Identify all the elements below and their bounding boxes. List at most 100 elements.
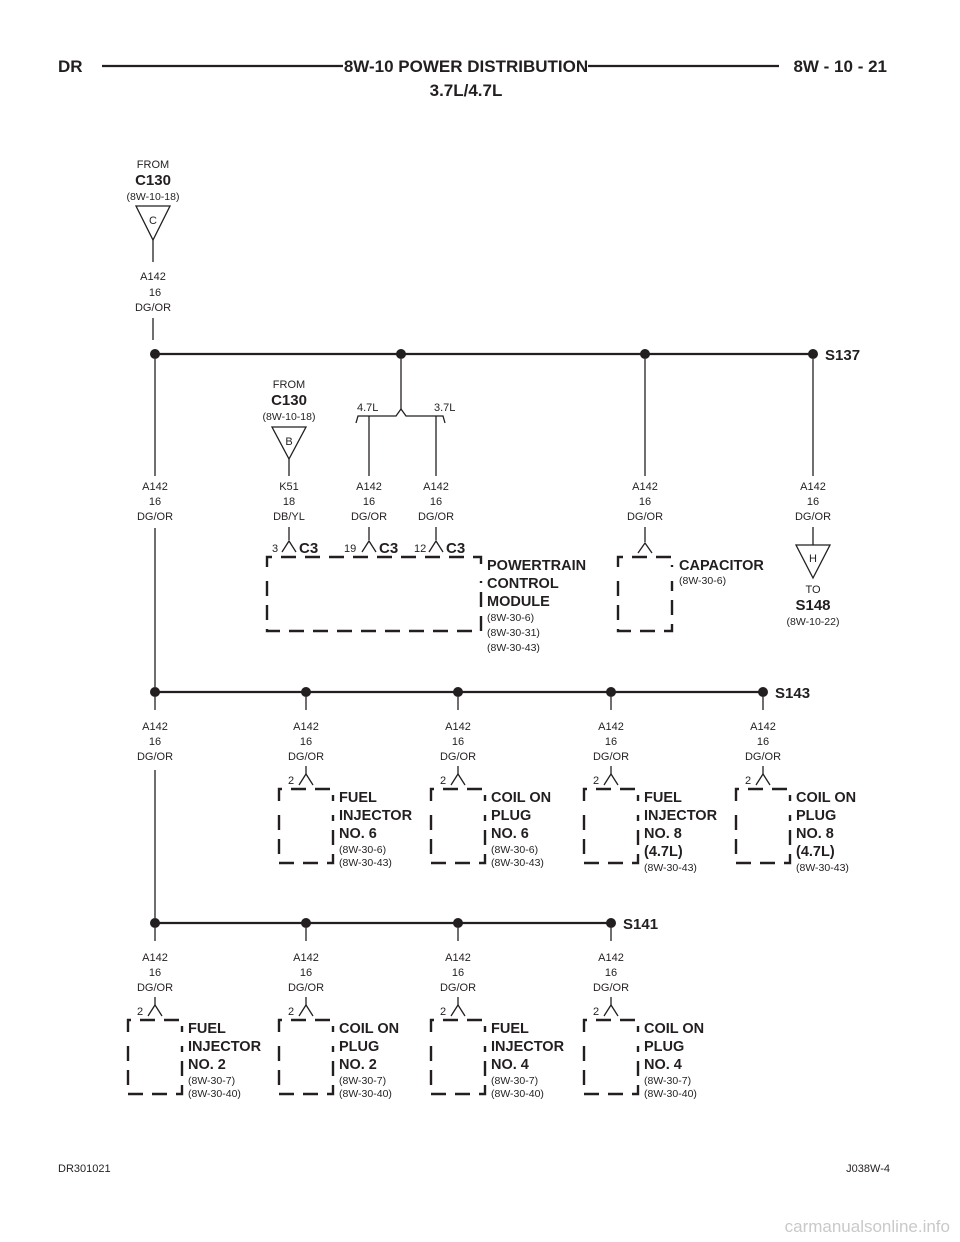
wire-circuit: A142 (598, 721, 624, 733)
splice-node (301, 687, 311, 697)
option-label-47: 4.7L (357, 402, 378, 414)
splice-label: S137 (825, 347, 860, 364)
pin-terminal (603, 1003, 619, 1017)
wire-color: DG/OR (795, 511, 831, 523)
from-label: FROM (137, 159, 169, 171)
wire-circuit: A142 (293, 721, 319, 733)
component-ref: (8W-30-31) (487, 627, 540, 639)
row2-wire-labels: A14216DG/ORA14216DG/ORA14216DG/ORA14216D… (137, 697, 781, 763)
component-name: CONTROL (487, 576, 559, 592)
component-name: INJECTOR (188, 1039, 262, 1055)
engine-option-split: 4.7L 3.7L A142 16 DG/OR A142 16 DG/OR (351, 359, 455, 540)
component-outline (429, 1018, 487, 1096)
wire-circuit: A142 (750, 721, 776, 733)
wire-color: DB/YL (273, 511, 305, 523)
component-outline (277, 787, 335, 865)
component-ref: (8W-30-7) (644, 1075, 691, 1087)
wire-color: DG/OR (593, 751, 629, 763)
wire-label: A142 16 DG/OR (137, 481, 173, 523)
connector-id: C3 (299, 540, 318, 557)
wire-gauge: 16 (605, 736, 617, 748)
pin-terminal (637, 541, 653, 554)
from-c130-k51: FROM C130 (8W-10-18) B K51 18 DB/YL (263, 379, 316, 540)
splice-label: S141 (623, 916, 658, 933)
component-name: NO. 6 (491, 826, 529, 842)
pin-number: 2 (137, 1006, 143, 1018)
pin-number: 12 (414, 543, 426, 555)
s148-ref: (8W-10-22) (787, 616, 840, 628)
wire-color: DG/OR (418, 511, 454, 523)
splice-node (150, 687, 160, 697)
header-page-number: 8W - 10 - 21 (793, 57, 887, 76)
wire-circuit: A142 (140, 271, 166, 283)
wire-color: DG/OR (745, 751, 781, 763)
splice-node (150, 349, 160, 359)
pin-number: 2 (288, 1006, 294, 1018)
footer-code: J038W-4 (846, 1163, 890, 1175)
c130-ref: (8W-10-18) (263, 411, 316, 423)
wire-color: DG/OR (137, 511, 173, 523)
component-name: FUEL (644, 790, 682, 806)
wire-label: A142 16 DG/OR (627, 481, 663, 523)
pin-number: 2 (440, 775, 446, 787)
component-outline (616, 555, 674, 633)
component-name: NO. 6 (339, 826, 377, 842)
wire-label: K51 18 DB/YL (273, 481, 305, 523)
splice-node (301, 918, 311, 928)
splice-node (808, 349, 818, 359)
splice-node (606, 918, 616, 928)
component-ref: (8W-30-7) (491, 1075, 538, 1087)
component-ref: (8W-30-40) (644, 1088, 697, 1100)
component-name: NO. 2 (339, 1057, 377, 1073)
component-name: NO. 4 (491, 1057, 529, 1073)
wire-label: A142 16 DG/OR (418, 481, 454, 523)
wire-label: A142 16 DG/OR (351, 481, 387, 523)
component-name: INJECTOR (644, 808, 718, 824)
component-name: PLUG (339, 1039, 379, 1055)
component-ref: (8W-30-40) (491, 1088, 544, 1100)
component-name: COIL ON (644, 1021, 704, 1037)
footer-figure-id: DR301021 (58, 1163, 111, 1175)
wire-label: A142 16 DG/OR (795, 481, 831, 523)
wire-circuit: A142 (598, 952, 624, 964)
component-outline (734, 787, 792, 865)
component-name: PLUG (644, 1039, 684, 1055)
wire-color: DG/OR (288, 982, 324, 994)
pin-terminal (298, 772, 314, 786)
wire-gauge: 16 (149, 287, 161, 299)
splice-node (758, 687, 768, 697)
component-name: NO. 8 (796, 826, 834, 842)
wire-color: DG/OR (135, 302, 171, 314)
component-name: NO. 8 (644, 826, 682, 842)
wire-gauge: 16 (807, 496, 819, 508)
wire-gauge: 16 (149, 496, 161, 508)
component-name: FUEL (188, 1021, 226, 1037)
header-title: 8W-10 POWER DISTRIBUTION (344, 57, 588, 76)
component-outline (265, 555, 483, 633)
pin-terminal (428, 539, 444, 553)
component-name: FUEL (491, 1021, 529, 1037)
component-ref: (8W-30-43) (796, 862, 849, 874)
component-name: COIL ON (339, 1021, 399, 1037)
wire-gauge: 16 (300, 736, 312, 748)
wire-circuit: A142 (142, 721, 168, 733)
pin-number: 19 (344, 543, 356, 555)
wire-circuit: A142 (423, 481, 449, 493)
splice-node (150, 918, 160, 928)
watermark: carmanualsonline.info (785, 1217, 950, 1236)
wire-color: DG/OR (137, 982, 173, 994)
pin-terminal (755, 772, 771, 786)
wire-gauge: 18 (283, 496, 295, 508)
